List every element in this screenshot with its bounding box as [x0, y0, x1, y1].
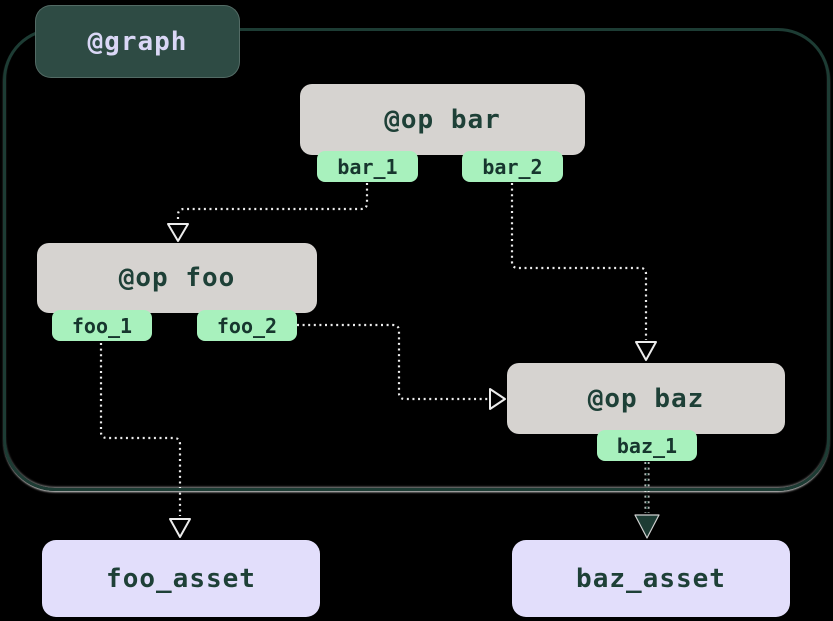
op-label-bar: @op bar: [384, 104, 501, 135]
output-tab-foo_2: foo_2: [197, 310, 297, 341]
op-label-baz: @op baz: [587, 383, 705, 414]
edge-foo_2-to-baz: [297, 323, 506, 410]
arrowhead-right-baz: [489, 388, 506, 410]
edge-baz_1-to-baz_asset: [634, 462, 660, 539]
edge-foo_1-to-foo_asset: [99, 343, 191, 538]
asset-label: foo_asset: [106, 563, 256, 594]
asset-node-foo_asset: foo_asset: [42, 540, 320, 617]
output-tab-label: foo_1: [71, 313, 133, 338]
arrowhead-down-baz-asset: [634, 514, 660, 539]
output-tab-foo_1: foo_1: [52, 310, 152, 341]
op-label-foo: @op foo: [118, 263, 236, 293]
asset-label: baz_asset: [576, 563, 726, 594]
output-tab-baz_1: baz_1: [597, 430, 697, 461]
graph-boundary: [3, 28, 830, 491]
edge-bar_2-to-baz: [510, 183, 657, 361]
asset-node-baz_asset: baz_asset: [512, 540, 790, 617]
op-node-bar: @op bar: [300, 84, 585, 155]
arrowhead-down-foo: [167, 223, 189, 242]
graph-node: @graph: [35, 5, 240, 78]
output-tab-label: foo_2: [216, 313, 278, 338]
output-tab-label: baz_1: [616, 433, 678, 458]
op-node-foo: @op foo: [37, 243, 317, 313]
output-tab-label: bar_2: [482, 154, 543, 179]
edge-bar_1-to-foo: [167, 183, 369, 242]
op-node-baz: @op baz: [507, 363, 785, 434]
arrowhead-down-baz: [635, 341, 657, 361]
graph-label: @graph: [87, 26, 188, 57]
output-tab-bar_1: bar_1: [317, 151, 418, 182]
output-tab-bar_2: bar_2: [462, 151, 563, 182]
output-tab-label: bar_1: [337, 154, 398, 179]
arrowhead-down-foo-asset: [169, 518, 191, 538]
